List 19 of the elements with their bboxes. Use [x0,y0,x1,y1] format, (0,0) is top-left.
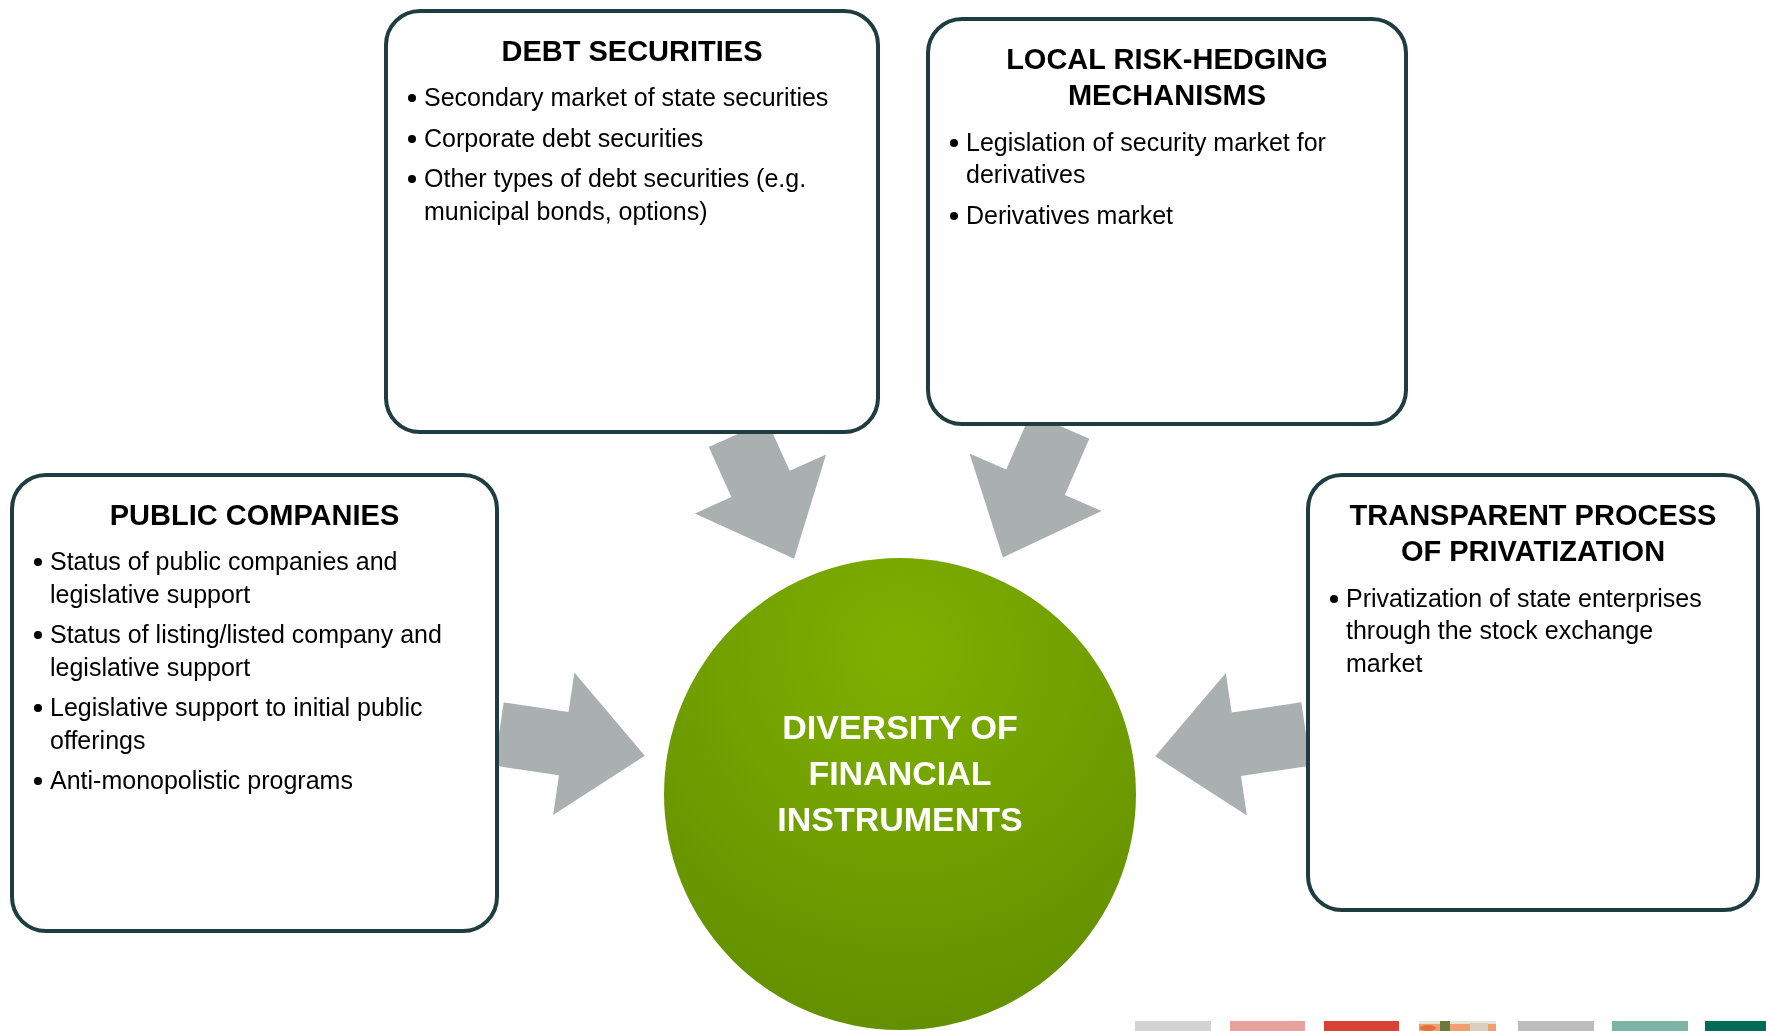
box-heading: LOCAL RISK-HEDGING MECHANISMS [1005,42,1329,114]
bullet-text: Legislative support to initial public offerings [50,692,424,756]
topic-box [926,17,1408,426]
topic-box [1306,473,1760,912]
bullet-text: Status of public companies and legislative support [50,546,399,610]
topic-box [10,473,499,933]
bullet-text: Derivatives market [966,199,1173,231]
bullet-text: Status of listing/listed company and legislative support [50,619,443,683]
bullet-text: Privatization of state enterprises through the stock exchange market [1346,582,1703,679]
topic-box [384,9,880,434]
bullet-text: Legislation of security market for derivatives [966,126,1327,190]
box-heading: TRANSPARENT PROCESS OF PRIVATIZATION [1348,498,1718,570]
bullet-text: Corporate debt securities [424,122,704,154]
box-heading: DEBT SECURITIES [500,34,764,69]
bullet-text: Other types of debt securities (e.g. municipal bonds, options) [424,163,808,227]
bullet-text: Secondary market of state securities [424,82,829,114]
box-heading: PUBLIC COMPANIES [108,498,401,533]
bullet-text: Anti-monopolistic programs [50,765,353,797]
circle-label: DIVERSITY OF FINANCIAL INSTRUMENTS [776,707,1024,840]
